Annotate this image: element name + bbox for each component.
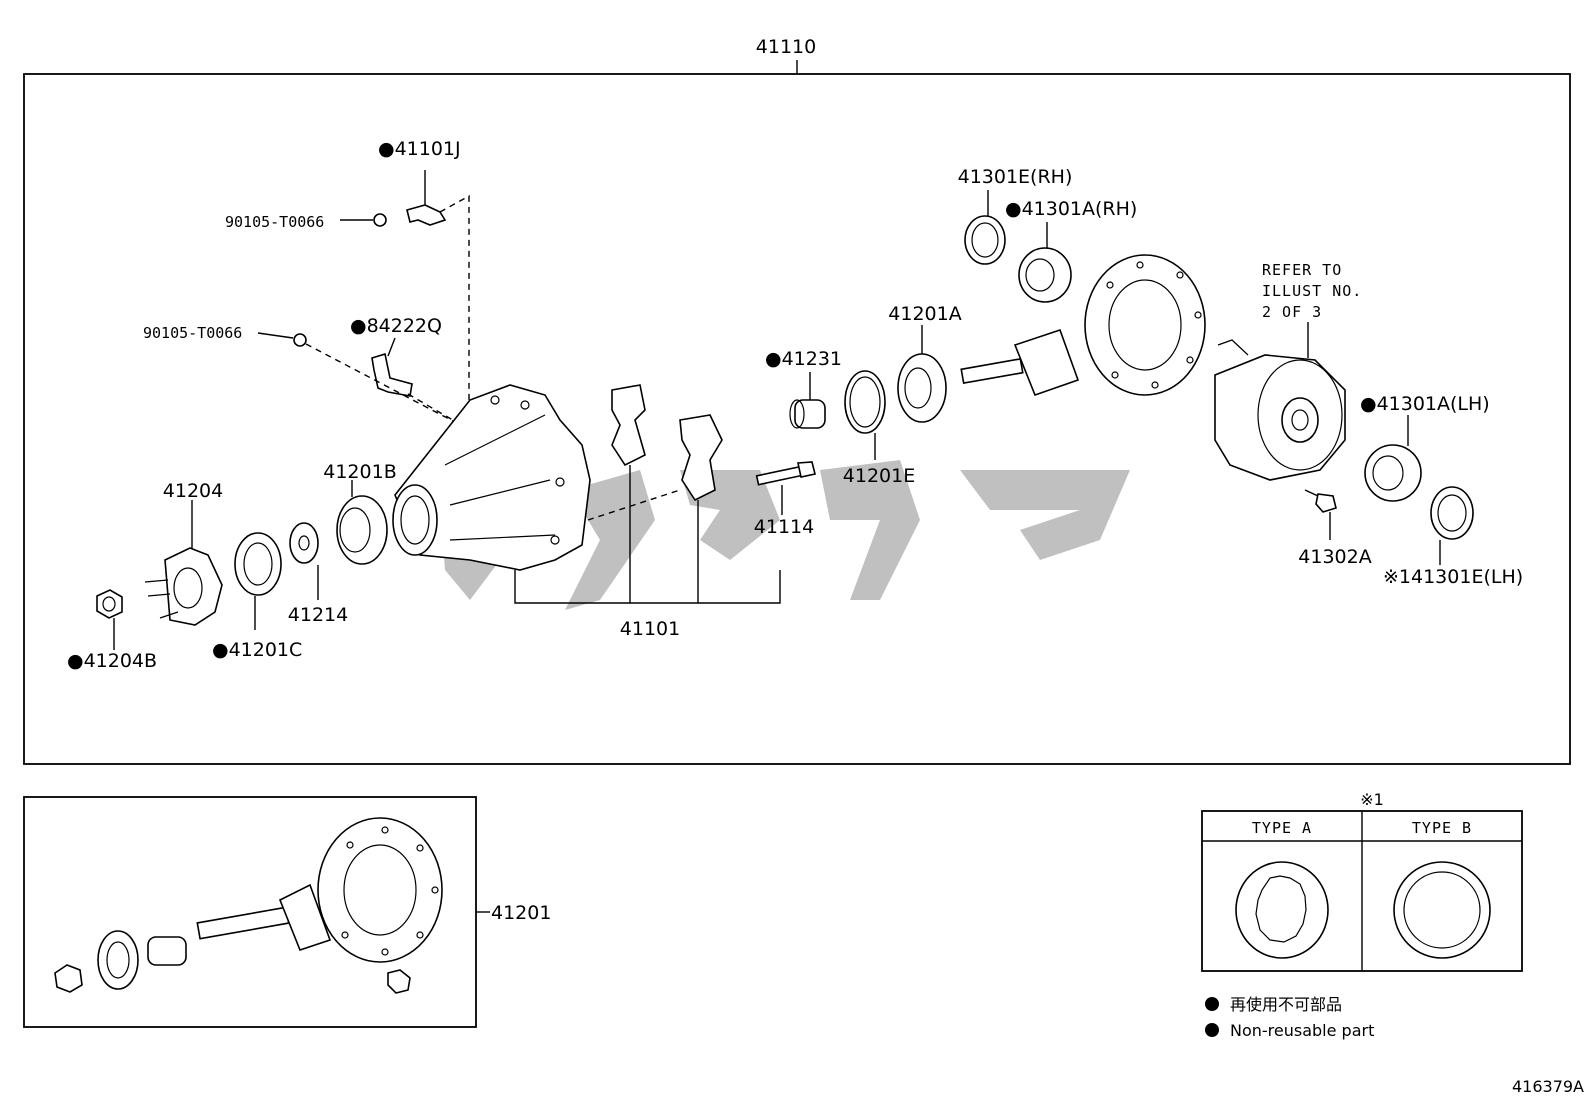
type-a-seal bbox=[1235, 861, 1329, 959]
callout-41301E-RH: 41301E(RH) bbox=[958, 166, 1073, 188]
callout-41201C: ●41201C bbox=[212, 639, 302, 661]
part-41101-carrier bbox=[392, 384, 591, 571]
part-41231-spacer bbox=[789, 399, 826, 429]
part-41114-bolt bbox=[755, 461, 816, 486]
callout-41201: 41201 bbox=[491, 902, 551, 924]
refer-note-line2: ILLUST NO. bbox=[1262, 282, 1362, 300]
callout-41204B: ●41204B bbox=[67, 650, 157, 672]
callout-41101: 41101 bbox=[620, 618, 680, 640]
legend-japanese: 再使用不可部品 bbox=[1205, 995, 1342, 1014]
part-41201C-seal bbox=[234, 532, 282, 596]
part-41201A-bearing bbox=[897, 353, 947, 423]
callout-41302A: 41302A bbox=[1298, 546, 1371, 568]
callout-41201E: 41201E bbox=[843, 465, 915, 487]
illustration-code: 416379A bbox=[1512, 1077, 1584, 1096]
callout-41201B: 41201B bbox=[323, 461, 396, 483]
part-ring-gear-pinion bbox=[960, 254, 1206, 397]
part-differential-case bbox=[1214, 339, 1346, 481]
part-41301E-RH-ring bbox=[964, 215, 1006, 265]
part-41201E-ring bbox=[844, 370, 886, 434]
part-41301A-RH-bearing bbox=[1018, 247, 1072, 303]
part-41204-flange bbox=[144, 547, 223, 626]
callout-41301A-LH: ●41301A(LH) bbox=[1360, 393, 1490, 415]
callout-84222Q: ●84222Q bbox=[350, 315, 442, 337]
callout-41231: ●41231 bbox=[765, 348, 842, 370]
assembly-frame bbox=[23, 73, 1571, 765]
part-41101J bbox=[340, 170, 447, 227]
part-41301A-LH-bearing bbox=[1364, 444, 1422, 502]
callout-41114: 41114 bbox=[754, 516, 814, 538]
callout-41204: 41204 bbox=[163, 480, 223, 502]
part-84222Q bbox=[257, 332, 413, 397]
callout-41101J: ●41101J bbox=[378, 138, 461, 160]
type-b-seal bbox=[1393, 861, 1491, 959]
part-41301E-LH-ring bbox=[1430, 486, 1474, 540]
callout-41201A: 41201A bbox=[888, 303, 961, 325]
part-41201B-bearing bbox=[336, 495, 388, 565]
part-41101-bearing-caps bbox=[611, 384, 723, 502]
type-b-header: TYPE B bbox=[1412, 819, 1472, 837]
assembly-number: 41110 bbox=[756, 36, 816, 58]
part-41302A-bolt bbox=[1304, 489, 1337, 513]
part-41201-kit bbox=[54, 817, 443, 994]
svg-text:再使用不可部品: 再使用不可部品 bbox=[1230, 995, 1342, 1014]
svg-text:Non-reusable part: Non-reusable part bbox=[1230, 1021, 1374, 1040]
type-a-header: TYPE A bbox=[1252, 819, 1312, 837]
callout-41301E-LH: ※141301E(LH) bbox=[1383, 566, 1523, 588]
part-41214-washer bbox=[289, 522, 319, 564]
callout-41301A-RH: ●41301A(RH) bbox=[1005, 198, 1137, 220]
legend-english: Non-reusable part bbox=[1205, 1021, 1374, 1040]
type-note-mark: ※1 bbox=[1360, 790, 1384, 809]
callout-90105-top: 90105-T0066 bbox=[225, 213, 324, 231]
refer-note-line3: 2 OF 3 bbox=[1262, 303, 1322, 321]
part-41204B-nut bbox=[96, 589, 123, 619]
callout-41214: 41214 bbox=[288, 604, 348, 626]
callout-90105-mid: 90105-T0066 bbox=[143, 324, 242, 342]
refer-note-line1: REFER TO bbox=[1262, 261, 1342, 279]
